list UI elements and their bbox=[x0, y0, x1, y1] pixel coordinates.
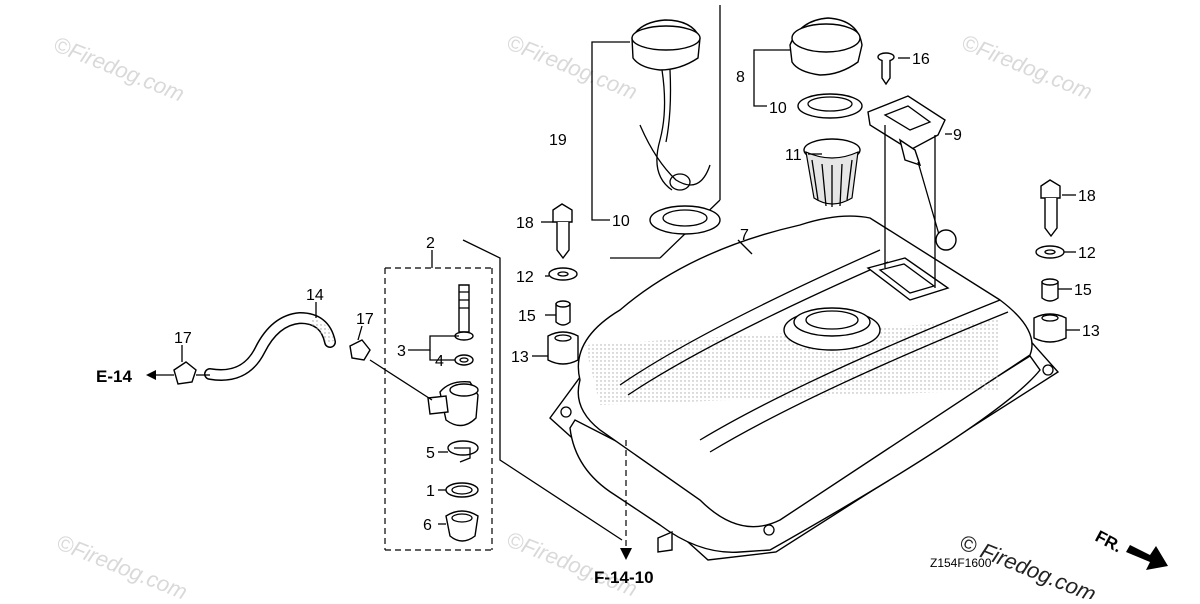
fuel-tank bbox=[549, 215, 1060, 561]
callout-14: 14 bbox=[306, 287, 324, 304]
callout-7: 7 bbox=[740, 227, 749, 244]
watermark-bottom-left: ©Firedog.com bbox=[53, 529, 191, 599]
callout-12-a: 12 bbox=[516, 269, 534, 286]
right-mount-stack bbox=[1033, 179, 1067, 343]
callout-3: 3 bbox=[397, 343, 406, 360]
fuel-cock-group bbox=[384, 239, 623, 551]
callout-12-b: 12 bbox=[1078, 245, 1096, 262]
callout-17-a: 17 bbox=[174, 330, 192, 347]
callout-5: 5 bbox=[426, 445, 435, 462]
left-mount-stack bbox=[547, 203, 579, 365]
diagram-code: Z154F1600 bbox=[930, 556, 992, 570]
ref-f-14-10: F-14-10 bbox=[594, 568, 654, 587]
watermark-top-right: ©Firedog.com bbox=[958, 29, 1096, 104]
screw-16 bbox=[877, 52, 895, 86]
ref-e-14: E-14 bbox=[96, 367, 132, 386]
callout-18-a: 18 bbox=[516, 215, 534, 232]
front-label: FR. bbox=[1092, 527, 1125, 557]
watermark-top-left: ©Firedog.com bbox=[50, 31, 188, 106]
callout-15-b: 15 bbox=[1074, 282, 1092, 299]
callout-15-a: 15 bbox=[518, 308, 536, 325]
fuel-gauge bbox=[867, 95, 957, 288]
front-arrow-icon bbox=[1126, 545, 1168, 570]
fuel-hose bbox=[150, 311, 433, 401]
callout-10-b: 10 bbox=[769, 100, 787, 117]
front-direction-indicator: FR. bbox=[1092, 527, 1168, 570]
callout-11: 11 bbox=[785, 147, 802, 164]
callout-19: 19 bbox=[549, 132, 567, 149]
leader-lines bbox=[146, 41, 1080, 560]
watermark-top-center: ©Firedog.com bbox=[503, 29, 641, 104]
callouts: 19 10 8 10 11 9 16 7 18 12 15 13 18 12 1… bbox=[174, 51, 1100, 534]
callout-4: 4 bbox=[435, 353, 444, 370]
callout-13-a: 13 bbox=[511, 349, 529, 366]
callout-13-b: 13 bbox=[1082, 323, 1100, 340]
callout-2: 2 bbox=[426, 235, 435, 252]
fuel-cap-group bbox=[610, 5, 721, 259]
fuel-cap-assembly bbox=[789, 17, 863, 207]
callout-6: 6 bbox=[423, 517, 432, 534]
callout-8: 8 bbox=[736, 69, 745, 86]
callout-17-b: 17 bbox=[356, 311, 374, 328]
callout-9: 9 bbox=[953, 127, 962, 144]
callout-18-b: 18 bbox=[1078, 188, 1096, 205]
callout-16: 16 bbox=[912, 51, 930, 68]
watermark-bottom-center: ©Firedog.com bbox=[503, 526, 641, 599]
callout-1: 1 bbox=[426, 483, 435, 500]
callout-10-a: 10 bbox=[612, 213, 630, 230]
